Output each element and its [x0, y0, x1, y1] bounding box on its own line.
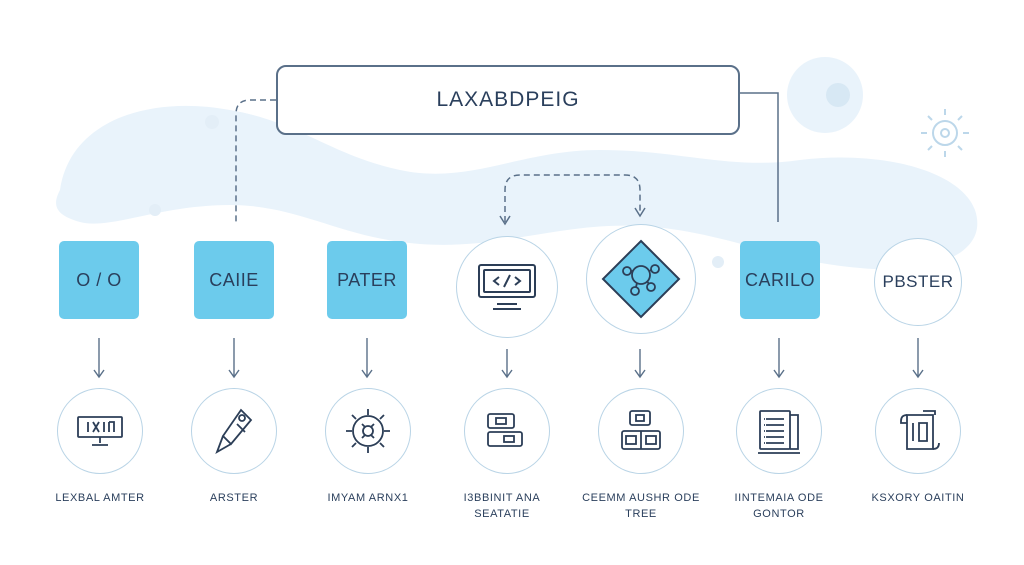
diamond-circuit-icon	[593, 231, 689, 327]
gear-icon	[921, 109, 969, 157]
bottom-node-3	[325, 388, 411, 474]
top-node-2-label: CAIIE	[209, 269, 259, 290]
bottom-label-5: CEEMM AUSHR ODE TREE	[582, 492, 700, 520]
bottom-node-2	[191, 388, 277, 474]
top-node-7-label: PBSTER	[882, 272, 954, 291]
top-arrow-heads	[499, 207, 646, 226]
bottom-label-4: I3BBINIT ANA SEATATIE	[463, 492, 541, 520]
monitor-icon	[74, 411, 126, 451]
background-wash	[56, 57, 978, 270]
top-node-5	[586, 224, 696, 334]
code-monitor-icon	[475, 262, 539, 312]
bottom-label-3: IMYAM ARNX1	[327, 492, 409, 504]
down-arrows	[93, 338, 924, 379]
top-node-1-label: O / O	[76, 269, 122, 290]
bottom-node-6	[736, 388, 822, 474]
scroll-icon	[893, 405, 943, 457]
decor-dots	[149, 83, 850, 268]
title-box: LAXABDPEIG	[276, 65, 740, 135]
book-icon	[752, 405, 806, 457]
bottom-node-7	[875, 388, 961, 474]
top-node-7: PBSTER	[874, 238, 962, 326]
bottom-node-5	[598, 388, 684, 474]
top-node-1: O / O	[59, 241, 139, 319]
bottom-node-1	[57, 388, 143, 474]
bottom-label-6: IINTEMAIA ODE GONTOR	[734, 492, 824, 520]
blocks-icon	[482, 408, 532, 454]
hierarchy-blocks-icon	[616, 407, 666, 455]
top-node-6-label: CARILO	[744, 269, 816, 290]
top-node-6: CARILO	[740, 241, 820, 319]
bottom-label-1: LEXBAL AMTER	[55, 492, 145, 504]
pen-tool-icon	[211, 404, 257, 458]
bottom-node-4	[464, 388, 550, 474]
top-node-4	[456, 236, 558, 338]
gear-chip-icon	[341, 404, 395, 458]
title-connectors	[235, 92, 779, 222]
bottom-label-2: ARSTER	[209, 492, 259, 504]
top-node-3: PATER	[327, 241, 407, 319]
title-text: LAXABDPEIG	[436, 88, 580, 111]
top-node-3-label: PATER	[337, 269, 397, 290]
top-node-2: CAIIE	[194, 241, 274, 319]
bottom-label-7: KSXORY OAITIN	[871, 492, 965, 504]
